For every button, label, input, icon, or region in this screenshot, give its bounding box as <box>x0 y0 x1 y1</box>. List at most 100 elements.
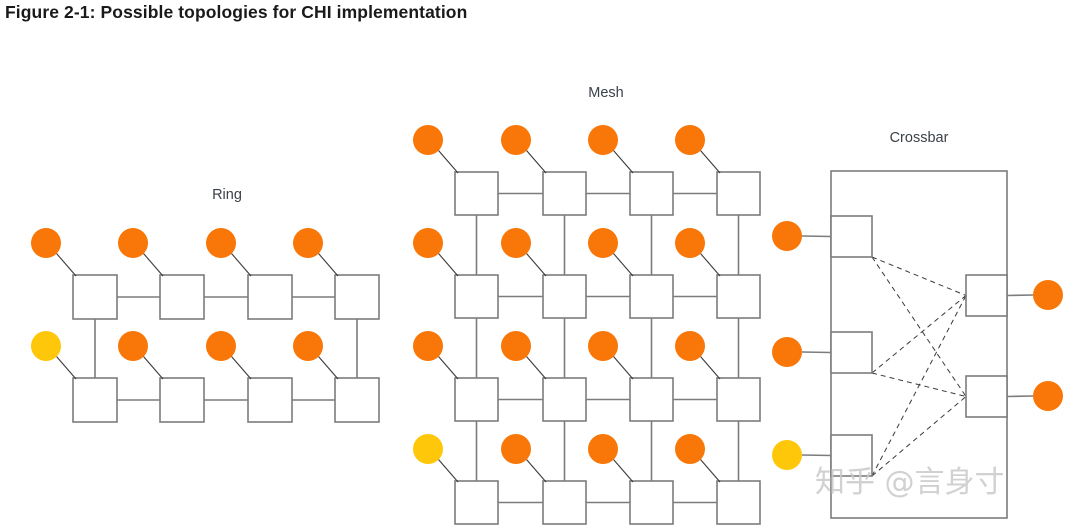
stub-line <box>231 356 252 380</box>
stub-line <box>526 356 547 380</box>
stub-line <box>143 356 164 380</box>
switch-node <box>716 377 761 422</box>
stub-line <box>526 459 547 483</box>
switch-node <box>542 377 587 422</box>
stub-line <box>700 253 721 277</box>
crossbar-dashed-link <box>871 256 967 296</box>
crossbar-endpoint-nodes <box>772 221 1063 470</box>
switch-node <box>716 171 761 216</box>
ring-label: Ring <box>212 187 242 203</box>
ring-switch-nodes <box>72 274 380 423</box>
stub-line <box>318 253 339 277</box>
stub-line <box>700 356 721 380</box>
switch-node <box>542 171 587 216</box>
endpoint-node-yellow <box>772 440 802 470</box>
crossbar-dashed-link <box>871 295 967 477</box>
endpoint-node-orange <box>413 331 443 361</box>
endpoint-node-orange <box>1033 280 1063 310</box>
switch-node <box>716 480 761 525</box>
stub-line <box>613 253 634 277</box>
mesh-endpoint-nodes <box>413 125 705 464</box>
figure-title: Figure 2-1: Possible topologies for CHI … <box>5 2 468 22</box>
ring-links <box>94 296 358 401</box>
endpoint-node-orange <box>1033 381 1063 411</box>
crossbar-dashed-link <box>871 295 967 374</box>
switch-node <box>72 377 118 423</box>
endpoint-node-orange <box>501 434 531 464</box>
topology-mesh: Mesh <box>413 85 761 525</box>
switch-node <box>629 171 674 216</box>
switch-node <box>454 377 499 422</box>
crossbar-output-lead <box>1006 294 1034 297</box>
switch-node <box>629 274 674 319</box>
stub-line <box>526 150 547 174</box>
endpoint-node-orange <box>293 228 323 258</box>
switch-node <box>72 274 118 320</box>
stub-line <box>318 356 339 380</box>
stub-line <box>56 253 77 277</box>
crossbar-dashed-link <box>871 396 967 477</box>
endpoint-node-orange <box>413 228 443 258</box>
endpoint-node-orange <box>675 434 705 464</box>
switch-node <box>716 274 761 319</box>
ring-stub-lines <box>56 253 339 380</box>
stub-line <box>613 150 634 174</box>
crossbar-input-port <box>830 434 873 477</box>
switch-node <box>454 171 499 216</box>
crossbar-output-port <box>965 274 1008 317</box>
stub-line <box>438 459 459 483</box>
crossbar-input-lead <box>801 235 832 238</box>
endpoint-node-orange <box>206 331 236 361</box>
mesh-label: Mesh <box>588 85 623 101</box>
switch-node <box>247 377 293 423</box>
endpoint-node-orange <box>206 228 236 258</box>
endpoint-node-yellow <box>31 331 61 361</box>
stub-line <box>613 356 634 380</box>
endpoint-node-yellow <box>413 434 443 464</box>
mesh-stub-lines <box>438 150 721 483</box>
crossbar-input-lead <box>801 351 832 354</box>
crossbar-input-port <box>830 215 873 258</box>
endpoint-node-orange <box>772 221 802 251</box>
endpoint-node-orange <box>118 331 148 361</box>
crossbar-lead-lines <box>801 235 1034 457</box>
endpoint-node-orange <box>31 228 61 258</box>
endpoint-node-orange <box>675 331 705 361</box>
mesh-switch-nodes <box>454 171 761 525</box>
switch-node <box>334 377 380 423</box>
switch-node <box>629 377 674 422</box>
watermark-text: 知乎 @言身寸 <box>815 465 1005 500</box>
ring-endpoint-nodes <box>31 228 323 361</box>
crossbar-input-lead <box>801 454 832 457</box>
crossbar-output-lead <box>1006 395 1034 398</box>
switch-node <box>334 274 380 320</box>
stub-line <box>613 459 634 483</box>
switch-node <box>454 480 499 525</box>
stub-line <box>700 459 721 483</box>
endpoint-node-orange <box>675 228 705 258</box>
endpoint-node-orange <box>293 331 323 361</box>
topology-crossbar: Crossbar <box>772 130 1063 519</box>
stub-line <box>438 356 459 380</box>
endpoint-node-orange <box>118 228 148 258</box>
stub-line <box>56 356 77 380</box>
stub-line <box>526 253 547 277</box>
endpoint-node-orange <box>413 125 443 155</box>
switch-node <box>454 274 499 319</box>
stub-line <box>143 253 164 277</box>
endpoint-node-orange <box>501 125 531 155</box>
endpoint-node-orange <box>501 331 531 361</box>
switch-node <box>629 480 674 525</box>
mesh-links <box>475 192 740 504</box>
endpoint-node-orange <box>675 125 705 155</box>
stub-line <box>438 253 459 277</box>
crossbar-output-port <box>965 375 1008 418</box>
switch-node <box>159 377 205 423</box>
crossbar-dashed-links <box>871 256 967 477</box>
switch-node <box>159 274 205 320</box>
stub-line <box>231 253 252 277</box>
stub-line <box>438 150 459 174</box>
crossbar-port-nodes <box>830 215 1008 477</box>
endpoint-node-orange <box>772 337 802 367</box>
